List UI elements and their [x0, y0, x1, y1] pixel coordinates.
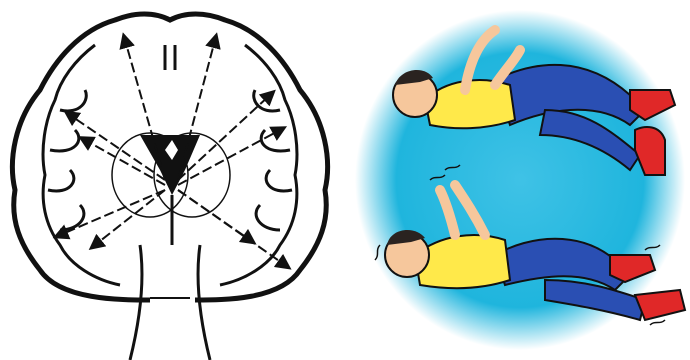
brain-coronal-diagram: [0, 0, 345, 360]
brainstem: [130, 245, 210, 360]
seizure-illustration: [345, 0, 690, 360]
brain-diagram-svg: [0, 0, 345, 360]
left-gyri: [48, 90, 86, 230]
sneaker-bottom-2: [635, 290, 685, 320]
right-gyri: [254, 90, 292, 230]
seizure-illustration-svg: [345, 0, 690, 360]
